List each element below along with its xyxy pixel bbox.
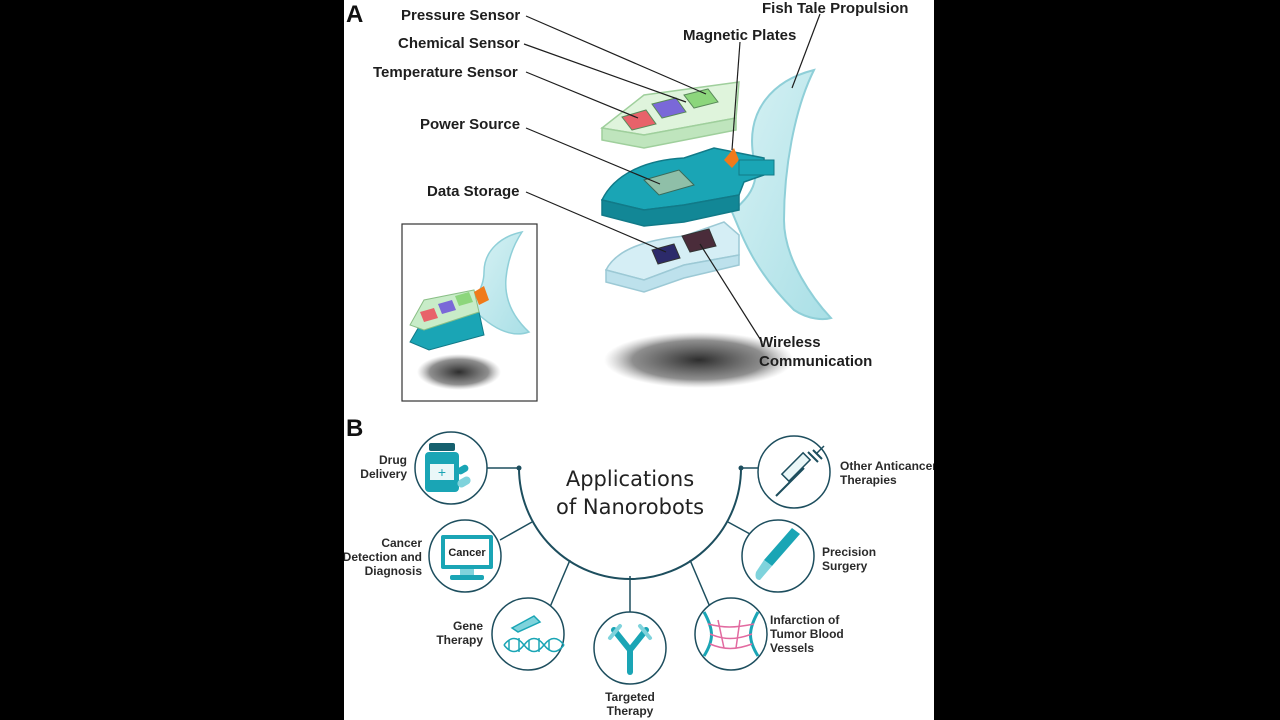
- figure: A: [344, 0, 934, 720]
- power-source-chip: [643, 169, 695, 196]
- power-source-label: Power Source: [420, 116, 520, 133]
- panel-b-label: B: [346, 415, 363, 442]
- chemical-sensor-chip: [651, 97, 687, 119]
- wireless-chip: [681, 228, 717, 253]
- fish-tail: [730, 68, 833, 320]
- sensor-layer: [600, 81, 740, 149]
- chemical-sensor-label: Chemical Sensor: [398, 35, 520, 52]
- robot-shadow: [604, 332, 794, 388]
- panel-a-leaders: [523, 13, 821, 343]
- targeted-therapy-label-2: Therapy: [607, 704, 654, 718]
- magnetic-plates: [724, 148, 739, 168]
- connectors: [487, 467, 762, 620]
- syringe-icon: [775, 445, 825, 497]
- gene-therapy-label-1: Gene: [453, 619, 483, 633]
- inset-assembled-view: [401, 223, 538, 402]
- panel-a-label: A: [346, 1, 363, 28]
- pressure-sensor-label: Pressure Sensor: [401, 7, 520, 24]
- cancer-detection-label-1: Cancer: [381, 536, 422, 550]
- data-storage-label: Data Storage: [427, 183, 520, 200]
- blood-vessels-icon: [702, 611, 760, 657]
- application-labels: Drug Delivery Cancer Detection and Diagn…: [344, 453, 934, 718]
- cancer-detection-label-3: Diagnosis: [365, 564, 423, 578]
- scalpel-icon: [755, 528, 800, 580]
- dna-icon: [503, 615, 565, 653]
- wireless-label: Wireless: [759, 334, 821, 351]
- cancer-detection-label-2: Detection and: [344, 550, 422, 564]
- temperature-sensor-label: Temperature Sensor: [373, 64, 518, 81]
- infarction-label-3: Vessels: [770, 641, 814, 655]
- monitor-cancer-text: Cancer: [448, 547, 486, 559]
- title-line-2: of Nanorobots: [556, 495, 704, 519]
- magnetic-plates-label: Magnetic Plates: [683, 27, 796, 44]
- drug-delivery-label-1: Drug: [379, 453, 407, 467]
- other-anticancer-label-1: Other Anticancer: [840, 459, 934, 473]
- drug-delivery-label-2: Delivery: [360, 467, 407, 481]
- title-line-1: Applications: [566, 467, 694, 491]
- drug-bottle-icon: +: [425, 443, 471, 492]
- monitor-icon: Cancer: [441, 535, 493, 580]
- antibody-icon: [608, 624, 652, 675]
- communication-label: Communication: [759, 353, 872, 370]
- storage-layer: [604, 221, 740, 293]
- gene-therapy-label-2: Therapy: [436, 633, 483, 647]
- infarction-label-2: Tumor Blood: [770, 627, 844, 641]
- precision-surgery-label-2: Surgery: [822, 559, 868, 573]
- other-anticancer-label-2: Therapies: [840, 473, 897, 487]
- connector-dots: [516, 465, 744, 471]
- infarction-label-1: Infarction of: [770, 613, 840, 627]
- svg-text:+: +: [438, 464, 446, 480]
- figure-canvas: A: [344, 0, 934, 718]
- power-layer: [600, 147, 775, 227]
- targeted-therapy-label-1: Targeted: [605, 690, 655, 704]
- precision-surgery-label-1: Precision: [822, 545, 876, 559]
- fish-tale-propulsion-label: Fish Tale Propulsion: [762, 0, 908, 17]
